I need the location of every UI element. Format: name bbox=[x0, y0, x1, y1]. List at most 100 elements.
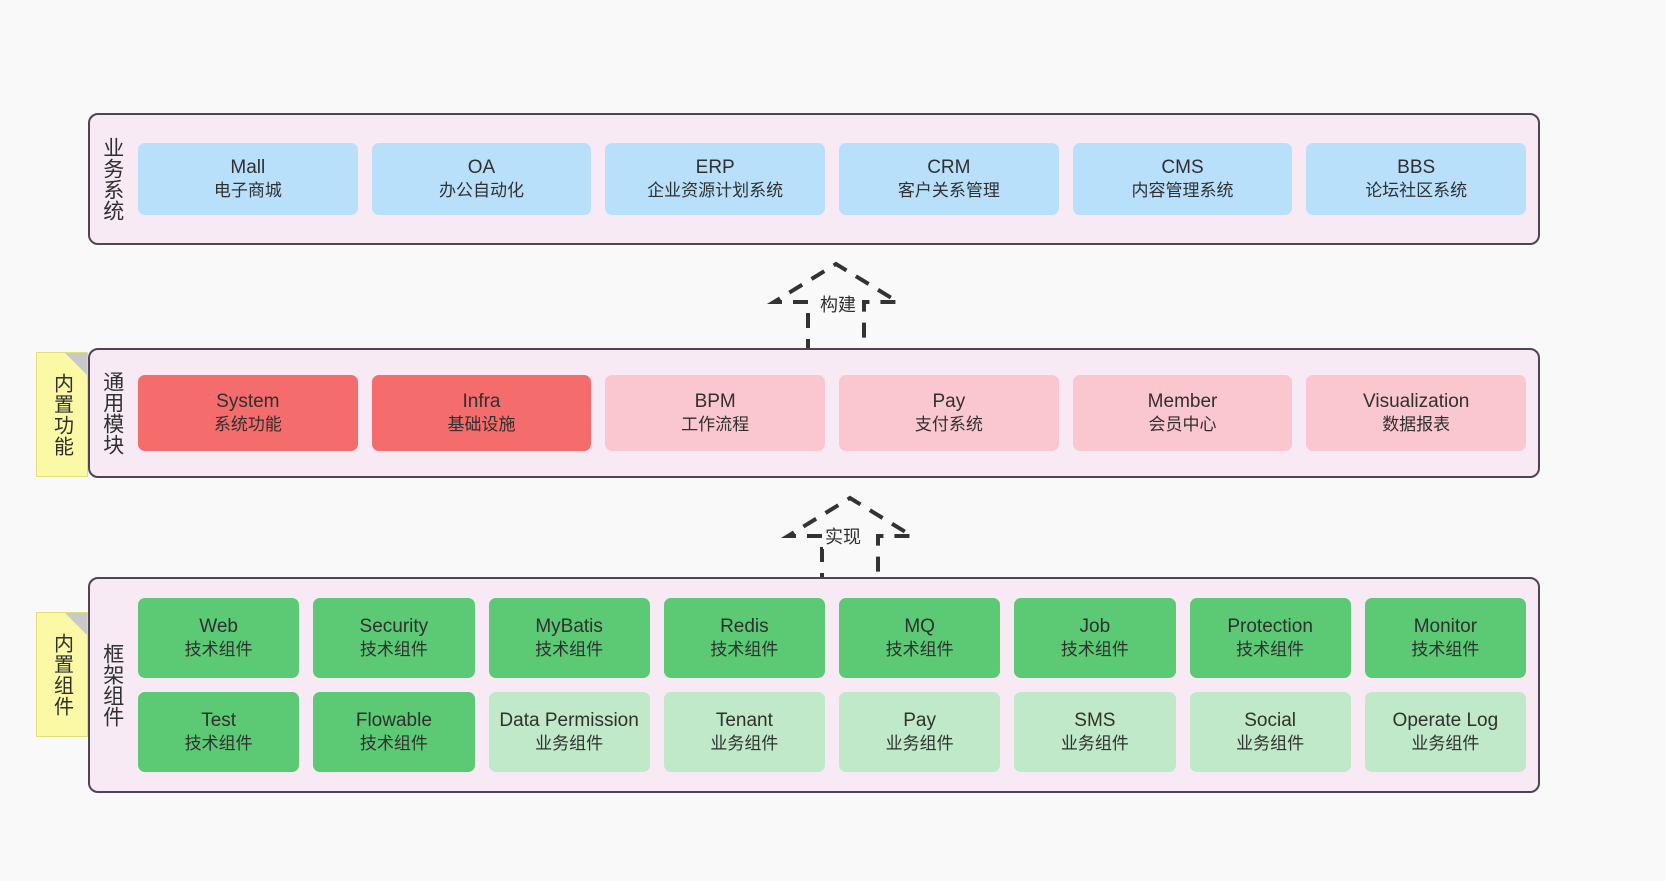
uml-arrow-implement bbox=[780, 495, 920, 588]
card-infra[interactable]: Infra 基础设施 bbox=[371, 375, 592, 451]
card-mybatis[interactable]: MyBatis 技术组件 bbox=[488, 598, 650, 678]
card-redis[interactable]: Redis 技术组件 bbox=[663, 598, 825, 678]
card-row: Test 技术组件 Flowable 技术组件 Data Permission … bbox=[138, 692, 1526, 772]
card-row: Web 技术组件 Security 技术组件 MyBatis 技术组件 Redi… bbox=[138, 598, 1526, 678]
layer-body-business: Mall 电子商城 OA 办公自动化 ERP 企业资源计划系统 CRM 客户关系… bbox=[134, 115, 1538, 243]
card-title: Data Permission bbox=[499, 709, 639, 731]
card-subtitle: 基础设施 bbox=[447, 415, 516, 435]
card-row: System 系统功能 Infra 基础设施 BPM 工作流程 Pay 支付系统… bbox=[138, 375, 1527, 451]
card-title: OA bbox=[467, 156, 496, 178]
card-subtitle: 业务组件 bbox=[1236, 734, 1305, 754]
card-system[interactable]: System 系统功能 bbox=[138, 375, 358, 451]
card-title: Redis bbox=[720, 615, 769, 637]
card-title: BPM bbox=[694, 390, 736, 412]
card-title: Tenant bbox=[715, 709, 773, 731]
card-subtitle: 技术组件 bbox=[1060, 640, 1129, 660]
card-erp[interactable]: ERP 企业资源计划系统 bbox=[605, 143, 826, 215]
card-title: MyBatis bbox=[535, 615, 603, 637]
arrow-label-build: 构建 bbox=[818, 291, 858, 317]
card-tenant[interactable]: Tenant 业务组件 bbox=[663, 692, 825, 772]
sticky-note-builtin-components: 内置组件 bbox=[36, 612, 88, 737]
card-title: Test bbox=[201, 709, 237, 731]
card-title: CMS bbox=[1161, 156, 1204, 178]
card-protection[interactable]: Protection 技术组件 bbox=[1189, 598, 1351, 678]
card-subtitle: 技术组件 bbox=[184, 734, 253, 754]
card-pay-business[interactable]: Pay 业务组件 bbox=[839, 692, 1001, 772]
card-title: Infra bbox=[462, 390, 501, 412]
card-data-permission[interactable]: Data Permission 业务组件 bbox=[488, 692, 650, 772]
layer-title-business: 业务系统 bbox=[100, 137, 124, 221]
card-crm[interactable]: CRM 客户关系管理 bbox=[839, 143, 1059, 215]
card-visualization[interactable]: Visualization 数据报表 bbox=[1306, 375, 1527, 451]
card-title: Operate Log bbox=[1392, 709, 1499, 731]
card-subtitle: 业务组件 bbox=[1411, 734, 1480, 754]
layer-business-systems: 业务系统 Mall 电子商城 OA 办公自动化 ERP 企业资源计划系统 CRM… bbox=[88, 113, 1540, 245]
card-subtitle: 技术组件 bbox=[535, 640, 604, 660]
card-member[interactable]: Member 会员中心 bbox=[1072, 375, 1293, 451]
card-test[interactable]: Test 技术组件 bbox=[138, 692, 300, 772]
uml-arrow-build bbox=[766, 261, 906, 354]
card-title: Pay bbox=[903, 709, 936, 731]
arrow-label-implement: 实现 bbox=[823, 523, 863, 549]
card-subtitle: 论坛社区系统 bbox=[1365, 181, 1468, 201]
card-subtitle: 客户关系管理 bbox=[897, 181, 1000, 201]
card-subtitle: 电子商城 bbox=[213, 181, 282, 201]
card-web[interactable]: Web 技术组件 bbox=[138, 598, 300, 678]
card-security[interactable]: Security 技术组件 bbox=[313, 598, 475, 678]
card-subtitle: 业务组件 bbox=[535, 734, 604, 754]
card-subtitle: 办公自动化 bbox=[439, 181, 524, 201]
layer-title-framework: 框架组件 bbox=[100, 643, 124, 727]
card-subtitle: 企业资源计划系统 bbox=[647, 181, 784, 201]
card-subtitle: 业务组件 bbox=[885, 734, 954, 754]
card-title: MQ bbox=[904, 615, 935, 637]
card-subtitle: 系统功能 bbox=[213, 415, 282, 435]
card-mall[interactable]: Mall 电子商城 bbox=[138, 143, 358, 215]
card-title: Member bbox=[1147, 390, 1218, 412]
card-row: Mall 电子商城 OA 办公自动化 ERP 企业资源计划系统 CRM 客户关系… bbox=[138, 143, 1527, 215]
card-pay[interactable]: Pay 支付系统 bbox=[839, 375, 1059, 451]
card-title: Monitor bbox=[1413, 615, 1478, 637]
card-sms[interactable]: SMS 业务组件 bbox=[1014, 692, 1176, 772]
card-title: System bbox=[216, 390, 280, 412]
card-title: Mall bbox=[230, 156, 266, 178]
sticky-note-builtin-features: 内置功能 bbox=[36, 352, 88, 477]
card-subtitle: 技术组件 bbox=[1236, 640, 1305, 660]
card-title: BBS bbox=[1397, 156, 1436, 178]
layer-framework-components: 框架组件 Web 技术组件 Security 技术组件 MyBatis 技术组件… bbox=[88, 577, 1540, 793]
card-subtitle: 技术组件 bbox=[710, 640, 779, 660]
card-flowable[interactable]: Flowable 技术组件 bbox=[313, 692, 475, 772]
card-title: Protection bbox=[1227, 615, 1313, 637]
card-title: Web bbox=[199, 615, 238, 637]
card-title: Social bbox=[1244, 709, 1296, 731]
card-subtitle: 内容管理系统 bbox=[1131, 181, 1234, 201]
card-subtitle: 支付系统 bbox=[914, 415, 983, 435]
card-subtitle: 技术组件 bbox=[184, 640, 253, 660]
card-subtitle: 数据报表 bbox=[1382, 415, 1451, 435]
card-title: CRM bbox=[927, 156, 971, 178]
card-subtitle: 会员中心 bbox=[1148, 415, 1217, 435]
card-title: ERP bbox=[695, 156, 735, 178]
card-cms[interactable]: CMS 内容管理系统 bbox=[1072, 143, 1293, 215]
layer-title-common: 通用模块 bbox=[100, 371, 124, 455]
card-title: Flowable bbox=[355, 709, 432, 731]
card-mq[interactable]: MQ 技术组件 bbox=[839, 598, 1001, 678]
card-subtitle: 技术组件 bbox=[359, 640, 428, 660]
layer-body-framework: Web 技术组件 Security 技术组件 MyBatis 技术组件 Redi… bbox=[134, 579, 1538, 791]
card-title: Job bbox=[1079, 615, 1111, 637]
card-title: Security bbox=[359, 615, 429, 637]
card-subtitle: 工作流程 bbox=[681, 415, 750, 435]
layer-body-common: System 系统功能 Infra 基础设施 BPM 工作流程 Pay 支付系统… bbox=[134, 350, 1538, 476]
card-monitor[interactable]: Monitor 技术组件 bbox=[1364, 598, 1526, 678]
card-oa[interactable]: OA 办公自动化 bbox=[371, 143, 592, 215]
card-subtitle: 业务组件 bbox=[1060, 734, 1129, 754]
card-bbs[interactable]: BBS 论坛社区系统 bbox=[1306, 143, 1527, 215]
card-operate-log[interactable]: Operate Log 业务组件 bbox=[1364, 692, 1526, 772]
card-title: Pay bbox=[932, 390, 966, 412]
card-subtitle: 技术组件 bbox=[359, 734, 428, 754]
card-title: SMS bbox=[1074, 709, 1116, 731]
card-bpm[interactable]: BPM 工作流程 bbox=[605, 375, 826, 451]
card-subtitle: 业务组件 bbox=[710, 734, 779, 754]
card-job[interactable]: Job 技术组件 bbox=[1014, 598, 1176, 678]
card-title: Visualization bbox=[1363, 390, 1470, 412]
card-social[interactable]: Social 业务组件 bbox=[1189, 692, 1351, 772]
